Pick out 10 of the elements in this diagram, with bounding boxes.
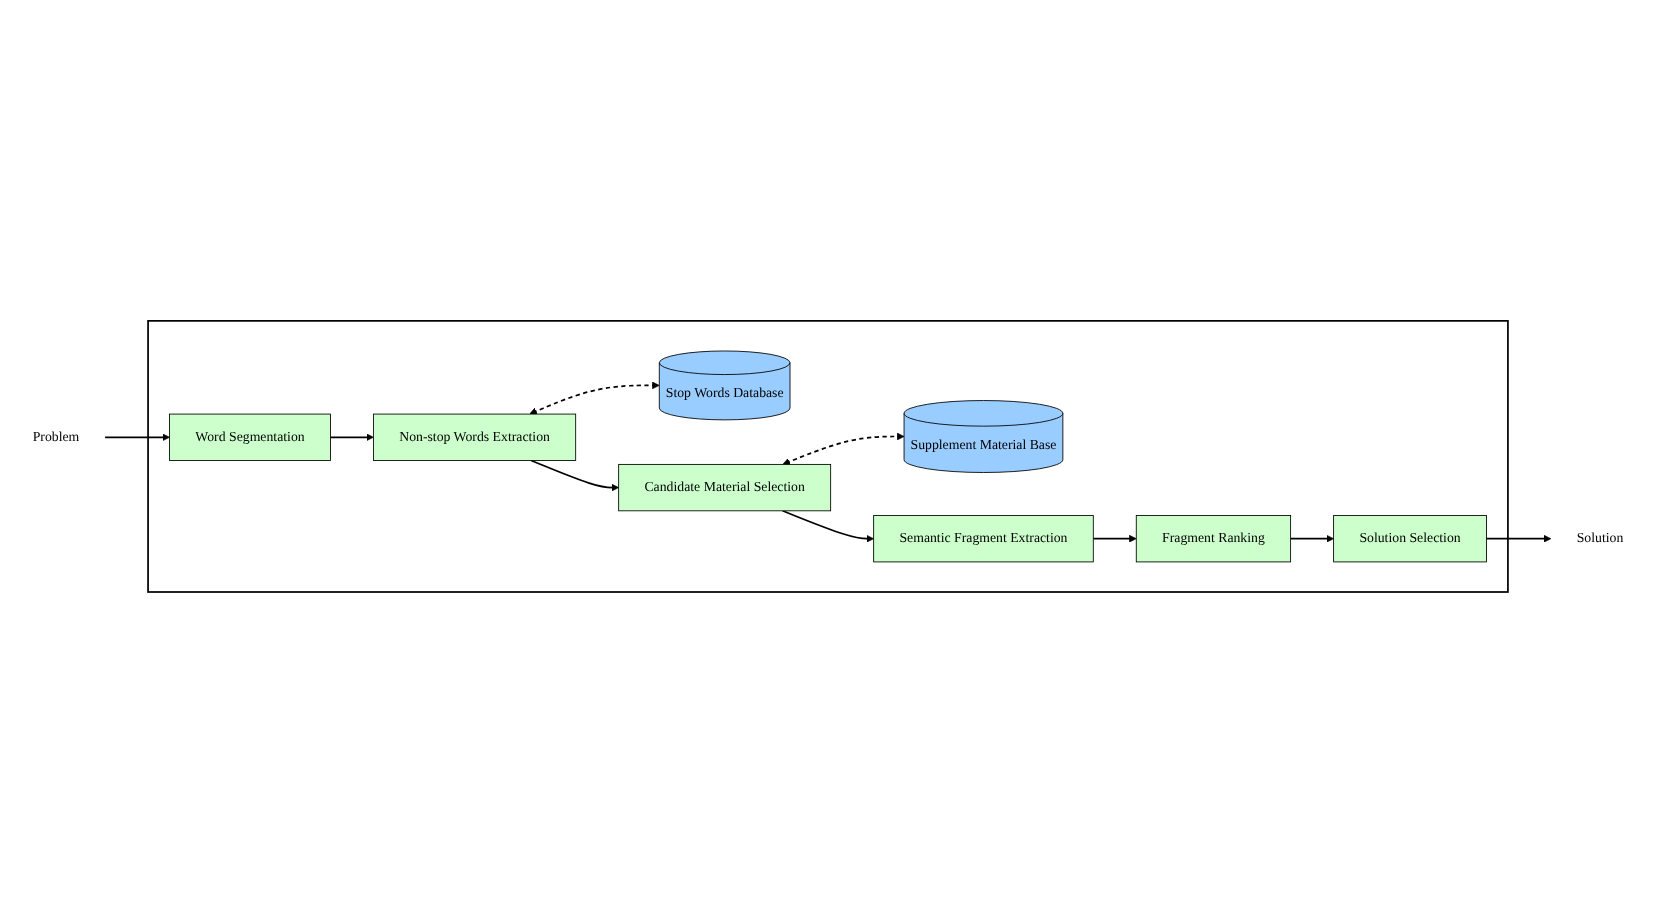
arrow [781, 509, 874, 543]
arrow [329, 433, 374, 441]
arrow [530, 459, 619, 491]
arrow [1289, 534, 1334, 543]
cluster [147, 319, 1509, 593]
arrow [1092, 534, 1137, 543]
arrow [782, 432, 905, 465]
arrow [529, 381, 660, 415]
arrow [104, 433, 170, 441]
arrow [1485, 534, 1552, 543]
